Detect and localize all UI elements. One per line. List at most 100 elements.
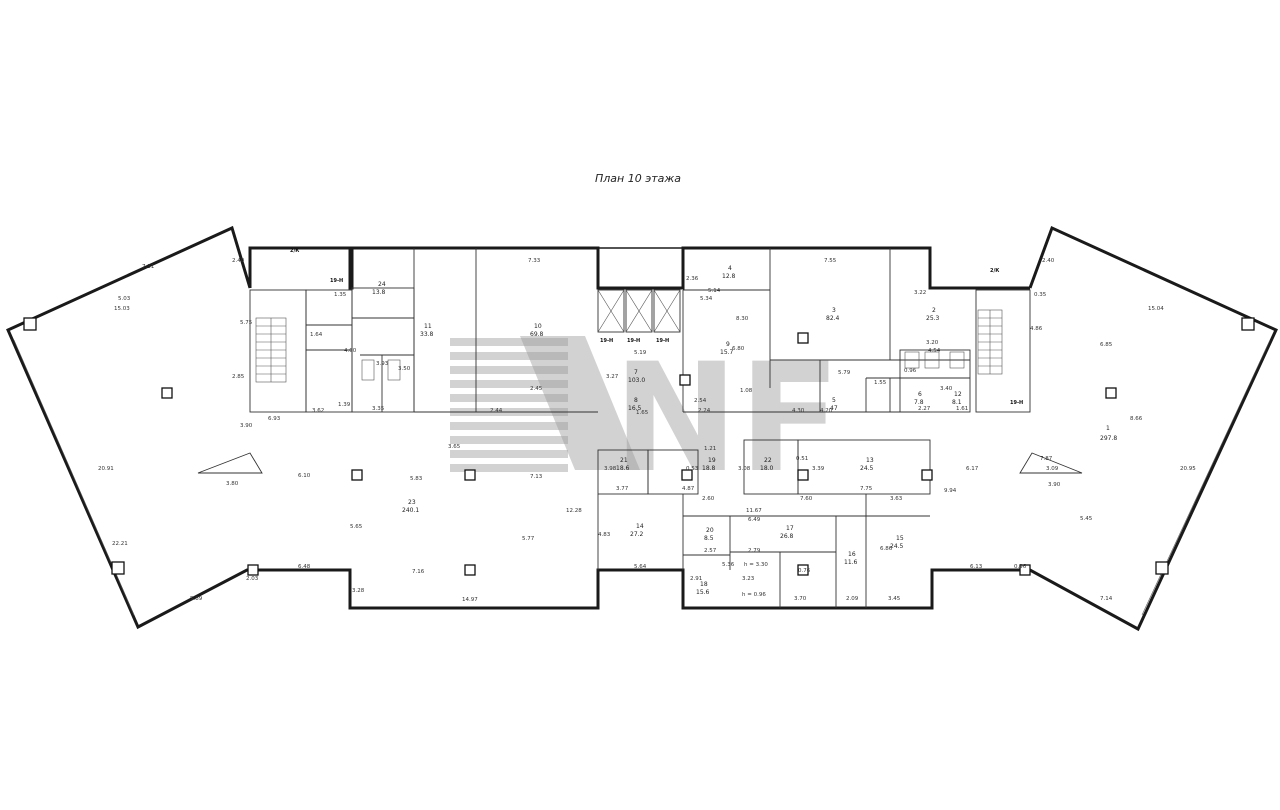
building-outline bbox=[6, 225, 1278, 632]
plan-label: 3.09 bbox=[1046, 466, 1059, 472]
plan-line bbox=[450, 380, 568, 388]
plan-line bbox=[249, 289, 307, 413]
plan-label: 3.62 bbox=[312, 408, 324, 414]
plan-label: 1 bbox=[1106, 425, 1110, 432]
plan-label: 5.36 bbox=[722, 562, 735, 568]
plan-line bbox=[797, 439, 931, 495]
plan-label: 2.24 bbox=[698, 408, 711, 414]
column-marker bbox=[1155, 561, 1169, 575]
plan-label: 2.45 bbox=[530, 386, 543, 392]
watermark-logo: NF bbox=[450, 332, 841, 506]
plan-label: 10 bbox=[534, 323, 542, 330]
plan-label: 8 bbox=[634, 397, 638, 404]
plan-label: 7.8 bbox=[914, 399, 924, 406]
plan-label: 2.09 bbox=[846, 596, 859, 602]
plan-line bbox=[924, 351, 940, 369]
plan-title: План 10 этажа bbox=[595, 172, 681, 185]
plan-label: h = 3.30 bbox=[744, 562, 768, 568]
plan-label: 5.45 bbox=[1080, 516, 1093, 522]
plan-label: 7.87 bbox=[1040, 456, 1053, 462]
plan-label: 4.87 bbox=[682, 486, 695, 492]
plan-label: 240.1 bbox=[402, 507, 419, 514]
evac-right-tag: 2/К bbox=[990, 268, 1000, 274]
plan-label: 26.8 bbox=[780, 533, 794, 540]
plan-label: 11.67 bbox=[746, 508, 762, 514]
plan-label: 2.27 bbox=[918, 406, 931, 412]
column-marker bbox=[797, 469, 809, 481]
plan-label: 18.6 bbox=[616, 465, 630, 472]
plan-label: 5.83 bbox=[410, 476, 423, 482]
plan-line bbox=[450, 464, 568, 472]
plan-label: 8.1 bbox=[952, 399, 962, 406]
plan-label: 5 bbox=[832, 397, 836, 404]
room-1-label: 1 297.8 bbox=[1100, 425, 1117, 442]
plan-label: 7.75 bbox=[860, 486, 873, 492]
plan-label: 3.63 bbox=[890, 496, 903, 502]
column-marker bbox=[351, 469, 363, 481]
plan-label: 3.70 bbox=[794, 596, 807, 602]
plan-label: 3 bbox=[832, 307, 836, 314]
plan-label: 12.28 bbox=[566, 508, 582, 514]
plan-label: 1.64 bbox=[310, 332, 323, 338]
plan-label: 1.21 bbox=[704, 446, 716, 452]
plan-label: 2.36 bbox=[686, 276, 699, 282]
plan-label: 24.5 bbox=[890, 543, 904, 550]
plan-label: 7.14 bbox=[1100, 596, 1113, 602]
plan-label: 3.27 bbox=[606, 374, 619, 380]
plan-label: 12.8 bbox=[722, 273, 736, 280]
plan-label: 14 bbox=[636, 523, 644, 530]
plan-label: 0.76 bbox=[798, 568, 811, 574]
plan-label: 24 bbox=[378, 281, 386, 288]
plan-line bbox=[450, 366, 568, 374]
plan-line bbox=[450, 394, 568, 402]
plan-label: 23 bbox=[408, 499, 416, 506]
stair-left-tag: 19-Н bbox=[330, 278, 343, 284]
plan-label: 5.77 bbox=[522, 536, 535, 542]
plan-line bbox=[387, 359, 401, 381]
plan-label: 3.08 bbox=[738, 466, 751, 472]
plan-line bbox=[597, 289, 625, 333]
plan-line bbox=[450, 422, 568, 430]
plan-label: 21 bbox=[620, 457, 628, 464]
plan-label: 1.35 bbox=[334, 292, 347, 298]
plan-label: 7.55 bbox=[824, 258, 837, 264]
column-marker bbox=[1241, 317, 1255, 331]
room-2-label: 225.3 bbox=[926, 307, 940, 322]
plan-label: 15.04 bbox=[1148, 306, 1164, 312]
plan-label: 6.13 bbox=[970, 564, 983, 570]
plan-tags: 19-Н 19-Н 19-Н 19-Н 19-Н 2/К 2/К bbox=[290, 248, 1023, 406]
plan-label: 2.40 bbox=[232, 258, 245, 264]
plan-label: 6.86 bbox=[880, 546, 893, 552]
column-marker bbox=[23, 317, 37, 331]
plan-line bbox=[450, 352, 568, 360]
plan-label: 2.85 bbox=[232, 374, 245, 380]
plan-label: 297.8 bbox=[1100, 435, 1117, 442]
plan-label: 9.94 bbox=[944, 488, 957, 494]
plan-label: 15 bbox=[896, 535, 904, 542]
plan-label: 5.79 bbox=[838, 370, 851, 376]
plan-label: 1.65 bbox=[636, 410, 649, 416]
plan-label: 5.34 bbox=[700, 296, 713, 302]
plan-label: 4.83 bbox=[598, 532, 611, 538]
plan-label: 69.8 bbox=[530, 331, 544, 338]
plan-label: 6.17 bbox=[966, 466, 979, 472]
plan-label: 5.03 bbox=[118, 296, 131, 302]
plan-label: 3.65 bbox=[448, 444, 461, 450]
plan-label: 5.89 bbox=[190, 596, 203, 602]
plan-label: 0.96 bbox=[904, 368, 917, 374]
plan-label: 3.23 bbox=[742, 576, 755, 582]
plan-label: 3.77 bbox=[616, 486, 629, 492]
plan-label: 2.79 bbox=[748, 548, 761, 554]
plan-line bbox=[899, 349, 971, 413]
plan-label: 3.28 bbox=[352, 588, 365, 594]
column-marker bbox=[797, 564, 809, 576]
